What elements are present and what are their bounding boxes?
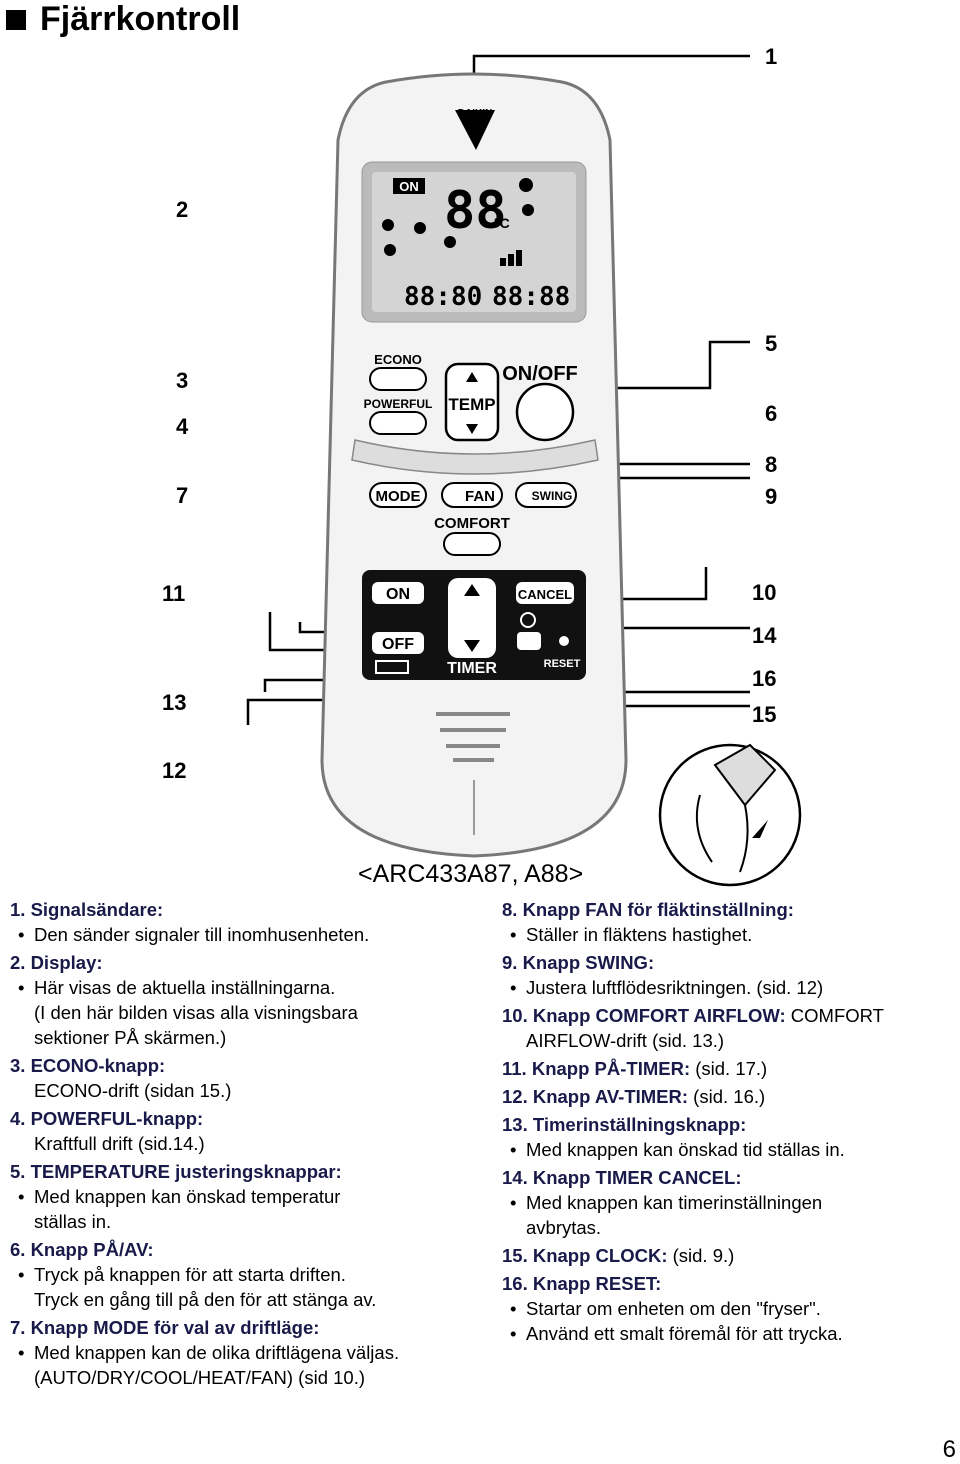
callout-13: 13 — [162, 690, 187, 715]
svg-text:88: 88 — [444, 181, 507, 241]
page-number: 6 — [942, 1436, 956, 1463]
mode-button[interactable] — [369, 482, 427, 508]
svg-text:ON: ON — [386, 586, 410, 603]
list-item: 10. Knapp COMFORT AIRFLOW: COMFORT AIRFL… — [502, 1005, 884, 1051]
cancel-button[interactable] — [516, 582, 574, 604]
list-item: 15. Knapp CLOCK: (sid. 9.) — [502, 1245, 735, 1266]
svg-text:POWERFUL: POWERFUL — [364, 397, 433, 411]
list-item: 3. ECONO-knapp: ECONO-drift (sidan 15.) — [10, 1055, 232, 1101]
page-title: Fjärrkontroll — [6, 0, 240, 39]
remote-illustration: DAIKIN ON 88 °C 88:80 88:88 ECONO POWERF… — [246, 54, 802, 887]
callout-8: 8 — [765, 452, 778, 477]
left-column: 1. Signalsändare: Den sänder signaler ti… — [10, 897, 480, 1393]
callout-2: 2 — [176, 197, 189, 222]
list-item: 8. Knapp FAN för fläktinställning: Ställ… — [502, 897, 957, 947]
callout-12: 12 — [162, 758, 187, 783]
emitter-grille — [436, 712, 510, 762]
callout-11: 11 — [162, 581, 186, 606]
list-item: 2. Display: Här visas de aktuella instäl… — [10, 950, 480, 1050]
callout-4: 4 — [176, 414, 189, 439]
svg-text:TEMP: TEMP — [448, 395, 495, 414]
svg-text:OFF: OFF — [382, 636, 414, 653]
svg-text:DAIKIN: DAIKIN — [458, 108, 492, 119]
svg-text:COMFORT: COMFORT — [434, 515, 510, 532]
callout-16: 16 — [752, 666, 777, 691]
swing-button[interactable] — [515, 482, 577, 508]
list-item: 13. Timerinställningsknapp: Med knappen … — [502, 1112, 957, 1162]
list-item: 16. Knapp RESET: Startar om enheten om d… — [502, 1271, 957, 1346]
list-item: 1. Signalsändare: Den sänder signaler ti… — [10, 897, 480, 947]
svg-text:TIMER: TIMER — [447, 660, 497, 677]
battery-cover-inset — [658, 743, 802, 887]
svg-text:RESET: RESET — [544, 658, 581, 670]
list-item: 9. Knapp SWING: Justera luftflödesriktni… — [502, 950, 957, 1000]
svg-text:°C: °C — [494, 215, 510, 231]
list-item: 7. Knapp MODE för val av driftläge: Med … — [10, 1315, 480, 1390]
title-text: Fjärrkontroll — [40, 0, 241, 38]
svg-text:ECONO: ECONO — [374, 352, 422, 367]
svg-text:MODE: MODE — [376, 488, 421, 505]
callout-10: 10 — [752, 580, 777, 605]
powerful-button[interactable] — [369, 411, 427, 435]
title-bullet-square — [6, 9, 26, 30]
list-item: 4. POWERFUL-knapp: Kraftfull drift (sid.… — [10, 1108, 205, 1154]
callout-15: 15 — [752, 702, 777, 727]
timer-adjust-button[interactable] — [448, 578, 496, 658]
clock-button[interactable] — [517, 632, 541, 650]
callout-5: 5 — [765, 331, 778, 356]
comfort-button[interactable] — [443, 532, 501, 556]
callout-6: 6 — [765, 401, 778, 426]
list-item: 12. Knapp AV-TIMER: (sid. 16.) — [502, 1086, 766, 1107]
econo-button[interactable] — [369, 367, 427, 391]
reset-button[interactable] — [559, 636, 569, 646]
callout-14: 14 — [752, 623, 777, 648]
callout-3: 3 — [176, 368, 189, 393]
svg-text:ON: ON — [399, 179, 419, 194]
callout-7: 7 — [176, 483, 189, 508]
daikin-logo: DAIKIN — [455, 108, 495, 150]
fan-button[interactable] — [441, 482, 503, 508]
temp-button[interactable] — [444, 362, 500, 442]
onoff-button[interactable] — [515, 382, 575, 442]
callout-9: 9 — [765, 484, 778, 509]
lcd-display: ON 88 °C 88:80 88:88 — [361, 161, 587, 323]
callout-1: 1 — [765, 44, 778, 69]
svg-text:88:80: 88:80 — [404, 282, 482, 312]
list-item: 5. TEMPERATURE justeringsknappar: Med kn… — [10, 1159, 480, 1234]
svg-text:88:88: 88:88 — [492, 282, 570, 312]
svg-text:SWING: SWING — [532, 489, 573, 503]
list-item: 14. Knapp TIMER CANCEL: Med knappen kan … — [502, 1165, 957, 1240]
list-item: 6. Knapp PÅ/AV: Tryck på knappen för att… — [10, 1237, 480, 1312]
svg-text:ON/OFF: ON/OFF — [502, 363, 578, 385]
list-item: 11. Knapp PÅ-TIMER: (sid. 17.) — [502, 1058, 768, 1079]
svg-text:FAN: FAN — [465, 488, 495, 505]
right-column: 8. Knapp FAN för fläktinställning: Ställ… — [502, 897, 957, 1349]
svg-text:CANCEL: CANCEL — [518, 587, 572, 602]
model-number: <ARC433A87, A88> — [358, 860, 584, 888]
timer-on-button[interactable] — [372, 582, 424, 604]
timer-off-button[interactable] — [372, 632, 424, 654]
